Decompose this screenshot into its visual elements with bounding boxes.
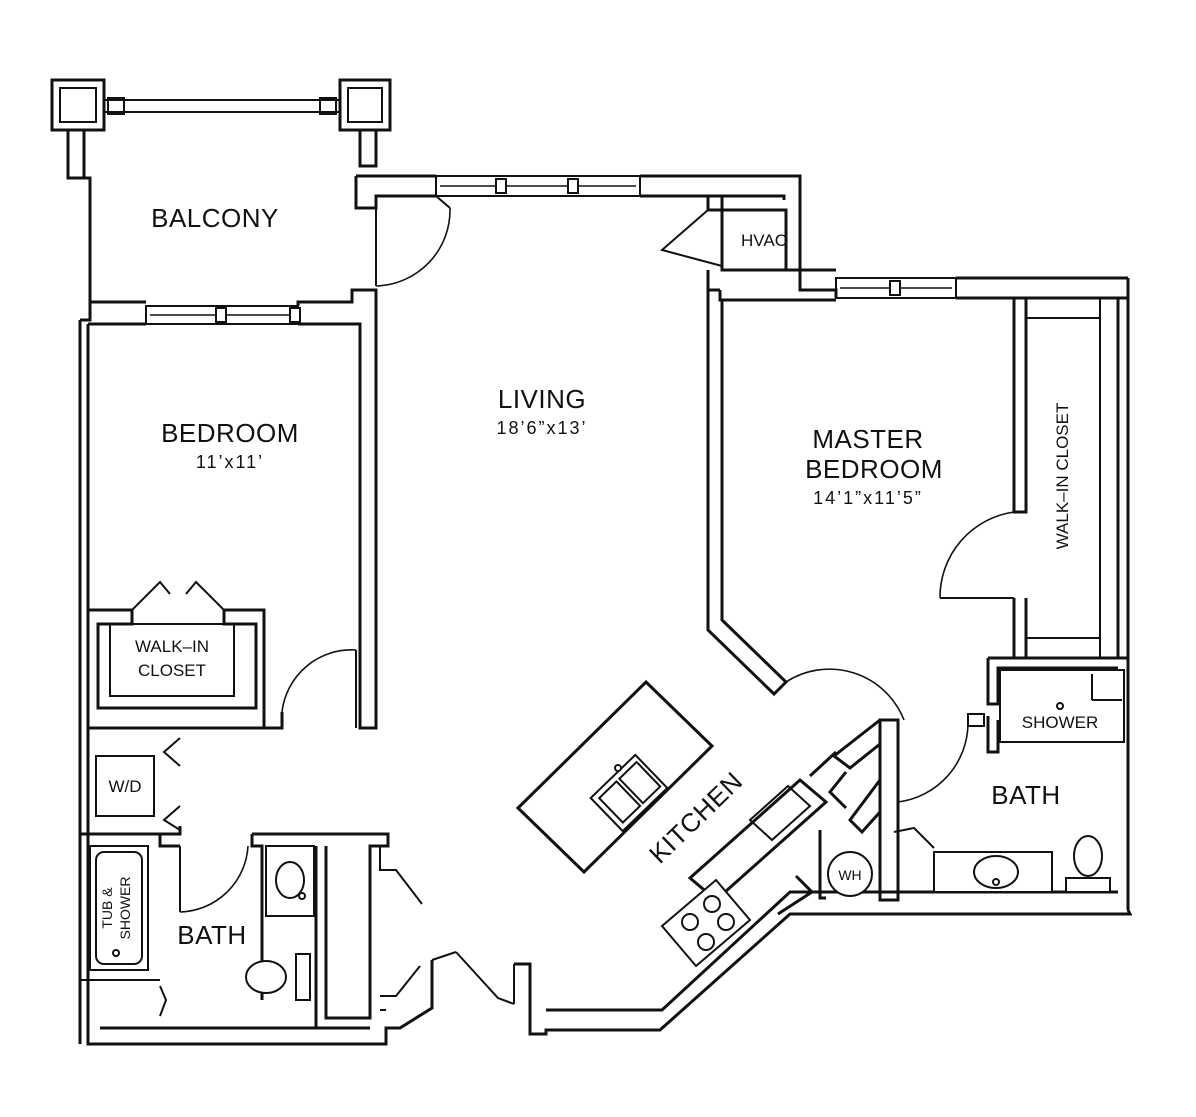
hvac-label: HVAC [741,231,787,250]
bedroom-dimensions: 11’x11’ [196,452,264,472]
washer-dryer-label: W/D [108,777,141,796]
master-bedroom-dimensions: 14’1”x11’5” [813,488,923,508]
master-bedroom-label-line1: MASTER [812,424,923,454]
tub-label-line1: TUB & [99,887,115,929]
walkin-closet-label-line1: WALK–IN [135,637,209,656]
balcony-label: BALCONY [151,203,279,233]
balcony-door [375,195,451,287]
water-heater-label: WH [838,867,861,883]
left-bath-label: BATH [177,920,246,950]
kitchen-walls [660,718,900,968]
hvac-closet [659,194,838,298]
entry-door [431,951,515,1005]
living-label: LIVING [498,384,586,414]
master-walkin-closet-label: WALK–IN CLOSET [1053,403,1072,550]
left-service-walls [80,737,423,1028]
kitchen-label: KITCHEN [643,766,748,869]
bedroom-walls [88,288,378,730]
master-bedroom-label-line2: BEDROOM [805,454,943,484]
bedroom-label: BEDROOM [161,418,299,448]
balcony-area [50,78,392,302]
master-bath-label: BATH [991,780,1060,810]
walkin-closet-label-line2: CLOSET [138,661,206,680]
kitchen-island [515,679,715,875]
shower-label: SHOWER [1022,713,1099,732]
master-walls [706,290,1128,893]
living-dimensions: 18’6”x13’ [496,418,587,438]
tub-label-line2: SHOWER [117,877,133,940]
